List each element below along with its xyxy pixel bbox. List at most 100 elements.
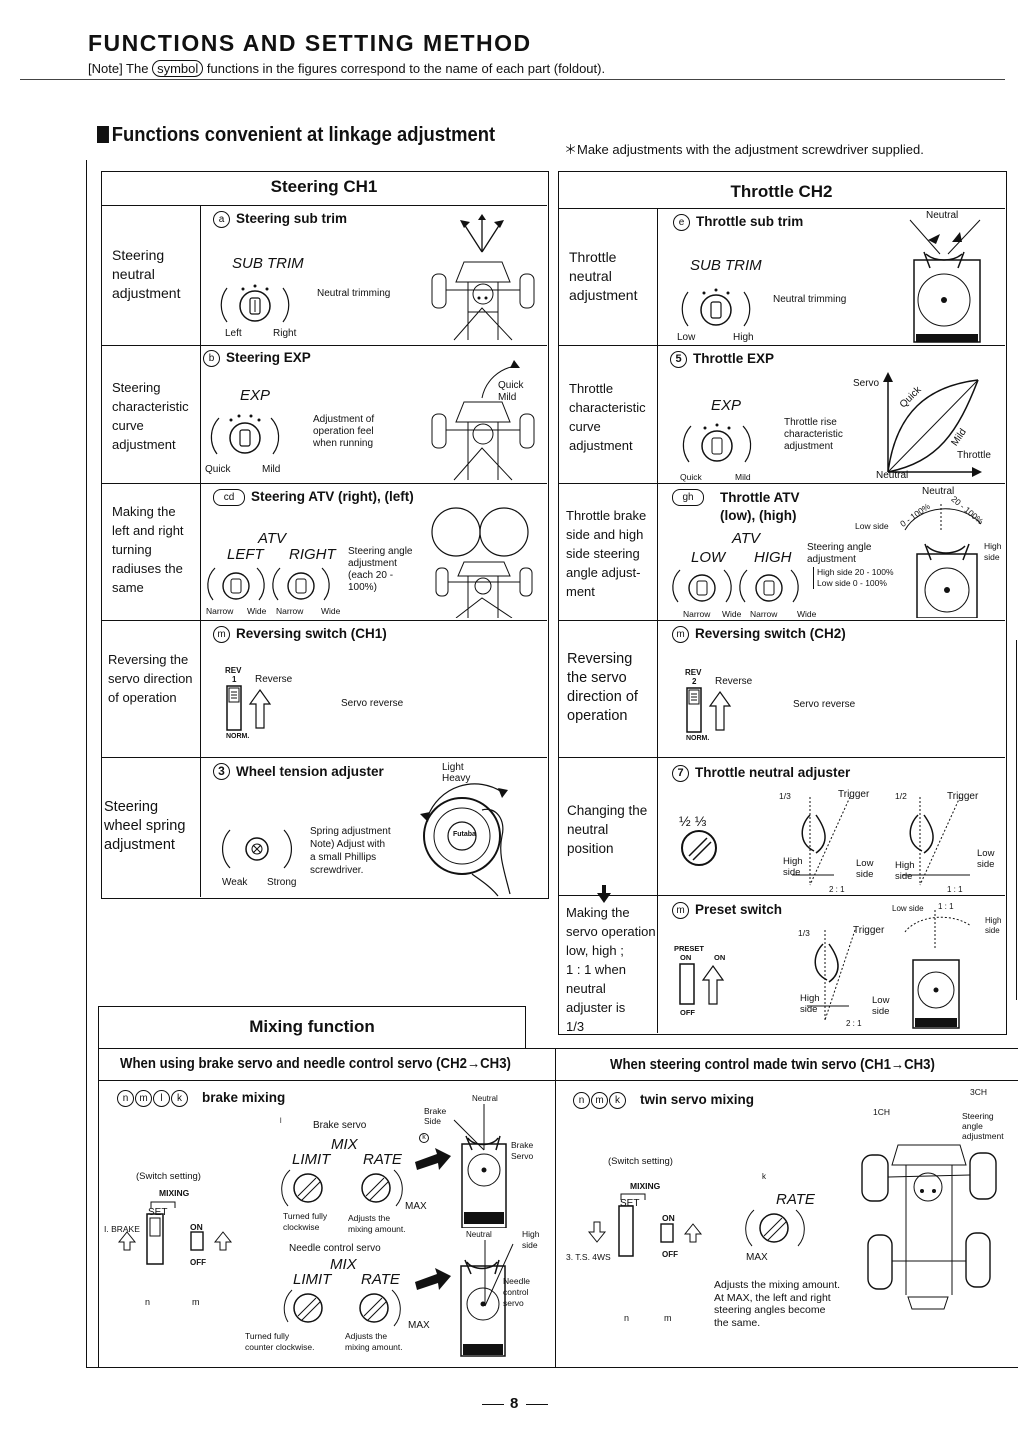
scale-label: Wide bbox=[797, 609, 817, 619]
limit-name: LIMIT bbox=[293, 1271, 332, 1288]
outer-frame-bottom bbox=[86, 1367, 1018, 1368]
preset-switch-icon bbox=[679, 963, 725, 1005]
func-desc: Spring adjustment Note) Adjust with a sm… bbox=[310, 826, 391, 876]
mixing-label: MIXING bbox=[159, 1188, 190, 1198]
knob-left-name: LOW bbox=[691, 549, 726, 566]
n-label: n bbox=[624, 1313, 630, 1323]
func-title: Throttle EXP bbox=[693, 351, 775, 366]
mixing-label: MIXING bbox=[630, 1181, 661, 1191]
chart-throttle-label: Throttle bbox=[957, 450, 991, 461]
neutral-top-label: Neutral bbox=[472, 1094, 498, 1103]
on-label: ON bbox=[190, 1222, 203, 1232]
preset-label: PRESET bbox=[674, 944, 705, 953]
norm-label: NORM. bbox=[686, 735, 710, 742]
knob-left-label: Quick bbox=[680, 472, 702, 482]
adjusts-label: Adjusts the mixing amount. bbox=[345, 1331, 403, 1352]
scale-label: Wide bbox=[722, 609, 742, 619]
mark-7: 7 bbox=[672, 765, 689, 782]
throttle-row-rule bbox=[558, 757, 1005, 758]
fig-low: Low side bbox=[872, 995, 890, 1017]
mark-3: 3 bbox=[213, 763, 230, 780]
outer-frame-left bbox=[86, 160, 87, 1368]
atv-knob-low-icon bbox=[672, 569, 732, 603]
mixing-switches-icon bbox=[117, 1201, 233, 1265]
func-title: Steering ATV (right), (left) bbox=[251, 489, 414, 504]
knob-right-label: Right bbox=[273, 328, 297, 339]
mixing-switches-icon bbox=[587, 1193, 703, 1257]
fig-third: 1/3 bbox=[779, 791, 791, 801]
on-label: ON bbox=[662, 1213, 675, 1223]
weak-label: Weak bbox=[222, 877, 248, 888]
fig-quick-label: Quick bbox=[498, 380, 524, 391]
fig-ratio: 2 : 1 bbox=[829, 885, 845, 894]
brake-servo-side-label: Brake Servo bbox=[511, 1140, 534, 1161]
knob-right-name: RIGHT bbox=[289, 546, 336, 563]
servo-icon bbox=[909, 219, 981, 343]
reverse-label: Reverse bbox=[715, 676, 753, 687]
rev-num: 1 bbox=[232, 675, 237, 684]
atv-knob-high-icon bbox=[739, 569, 799, 603]
neutral-adjuster-icon bbox=[681, 830, 717, 866]
func-title: Reversing switch (CH1) bbox=[236, 626, 387, 641]
k-label: k bbox=[762, 1172, 766, 1181]
func-heading: 3 Wheel tension adjuster bbox=[213, 763, 384, 780]
chart-neutral-label: Neutral bbox=[876, 470, 909, 481]
heavy-label: Heavy bbox=[442, 773, 471, 784]
scale-label: Narrow bbox=[206, 606, 234, 616]
knob-right-label: High bbox=[733, 332, 754, 343]
knob-right-name: HIGH bbox=[754, 549, 792, 566]
set-label: SET bbox=[620, 1198, 640, 1209]
steering-title-rule bbox=[101, 205, 547, 206]
mark-m: m bbox=[672, 626, 689, 643]
page-title: FUNCTIONS AND SETTING METHOD bbox=[88, 30, 532, 56]
brake-side-label: Brake Side bbox=[424, 1106, 447, 1126]
ch1-label: 1CH bbox=[873, 1107, 891, 1117]
knob-right-label: Mild bbox=[262, 464, 281, 475]
strong-label: Strong bbox=[267, 877, 297, 888]
turning-circles-icon bbox=[431, 507, 533, 618]
fig-lowside-label: Low side bbox=[855, 521, 889, 531]
mixing-title: Mixing function bbox=[249, 1017, 375, 1036]
preset-on: ON bbox=[680, 953, 692, 962]
reverse-label: Reverse bbox=[255, 674, 293, 685]
ch3-label: 3CH bbox=[970, 1087, 988, 1097]
servo-icon bbox=[904, 504, 982, 618]
fig-ratio: 1 : 1 bbox=[947, 885, 963, 894]
needle-servo-icon bbox=[460, 1240, 514, 1357]
fig-half: 1/2 bbox=[895, 791, 907, 801]
reverse-switch-icon bbox=[226, 685, 272, 731]
steering-row-label: Making the left and right turning radius… bbox=[112, 504, 184, 595]
k-label: k bbox=[419, 1133, 429, 1143]
fig-highside-label: High side bbox=[984, 541, 1002, 562]
mixing-col-divider bbox=[555, 1048, 556, 1368]
func-desc: Adjustment of operation feel when runnin… bbox=[313, 414, 375, 449]
fig-trigger: Trigger bbox=[838, 789, 870, 800]
arrow-right-icon bbox=[415, 1148, 451, 1170]
off-label: OFF bbox=[662, 1250, 678, 1259]
n-label: n bbox=[145, 1297, 151, 1307]
func-desc: Neutral trimming bbox=[317, 288, 391, 299]
steering-table bbox=[101, 171, 549, 899]
max-label: MAX bbox=[408, 1320, 430, 1331]
needle-servo-label: Needle control servo bbox=[289, 1243, 381, 1254]
func-desc: Steering angle adjustment (each 20 - 100… bbox=[348, 546, 413, 593]
func-title: Wheel tension adjuster bbox=[236, 764, 384, 779]
func-title: Preset switch bbox=[695, 902, 783, 917]
brake-servo-icon bbox=[453, 1104, 507, 1228]
rev-num: 2 bbox=[692, 677, 697, 686]
max-label: MAX bbox=[746, 1252, 768, 1263]
bullet-square-icon bbox=[97, 126, 109, 143]
mark-m: m bbox=[591, 1092, 608, 1109]
steering-col-divider bbox=[200, 205, 201, 897]
preset-on2: ON bbox=[714, 953, 726, 962]
steering-row-rule bbox=[101, 757, 547, 758]
trim-knob-icon bbox=[681, 288, 751, 327]
steering-row-rule bbox=[101, 620, 547, 621]
rate-name: RATE bbox=[776, 1191, 815, 1208]
exp-knob-icon bbox=[210, 414, 280, 455]
